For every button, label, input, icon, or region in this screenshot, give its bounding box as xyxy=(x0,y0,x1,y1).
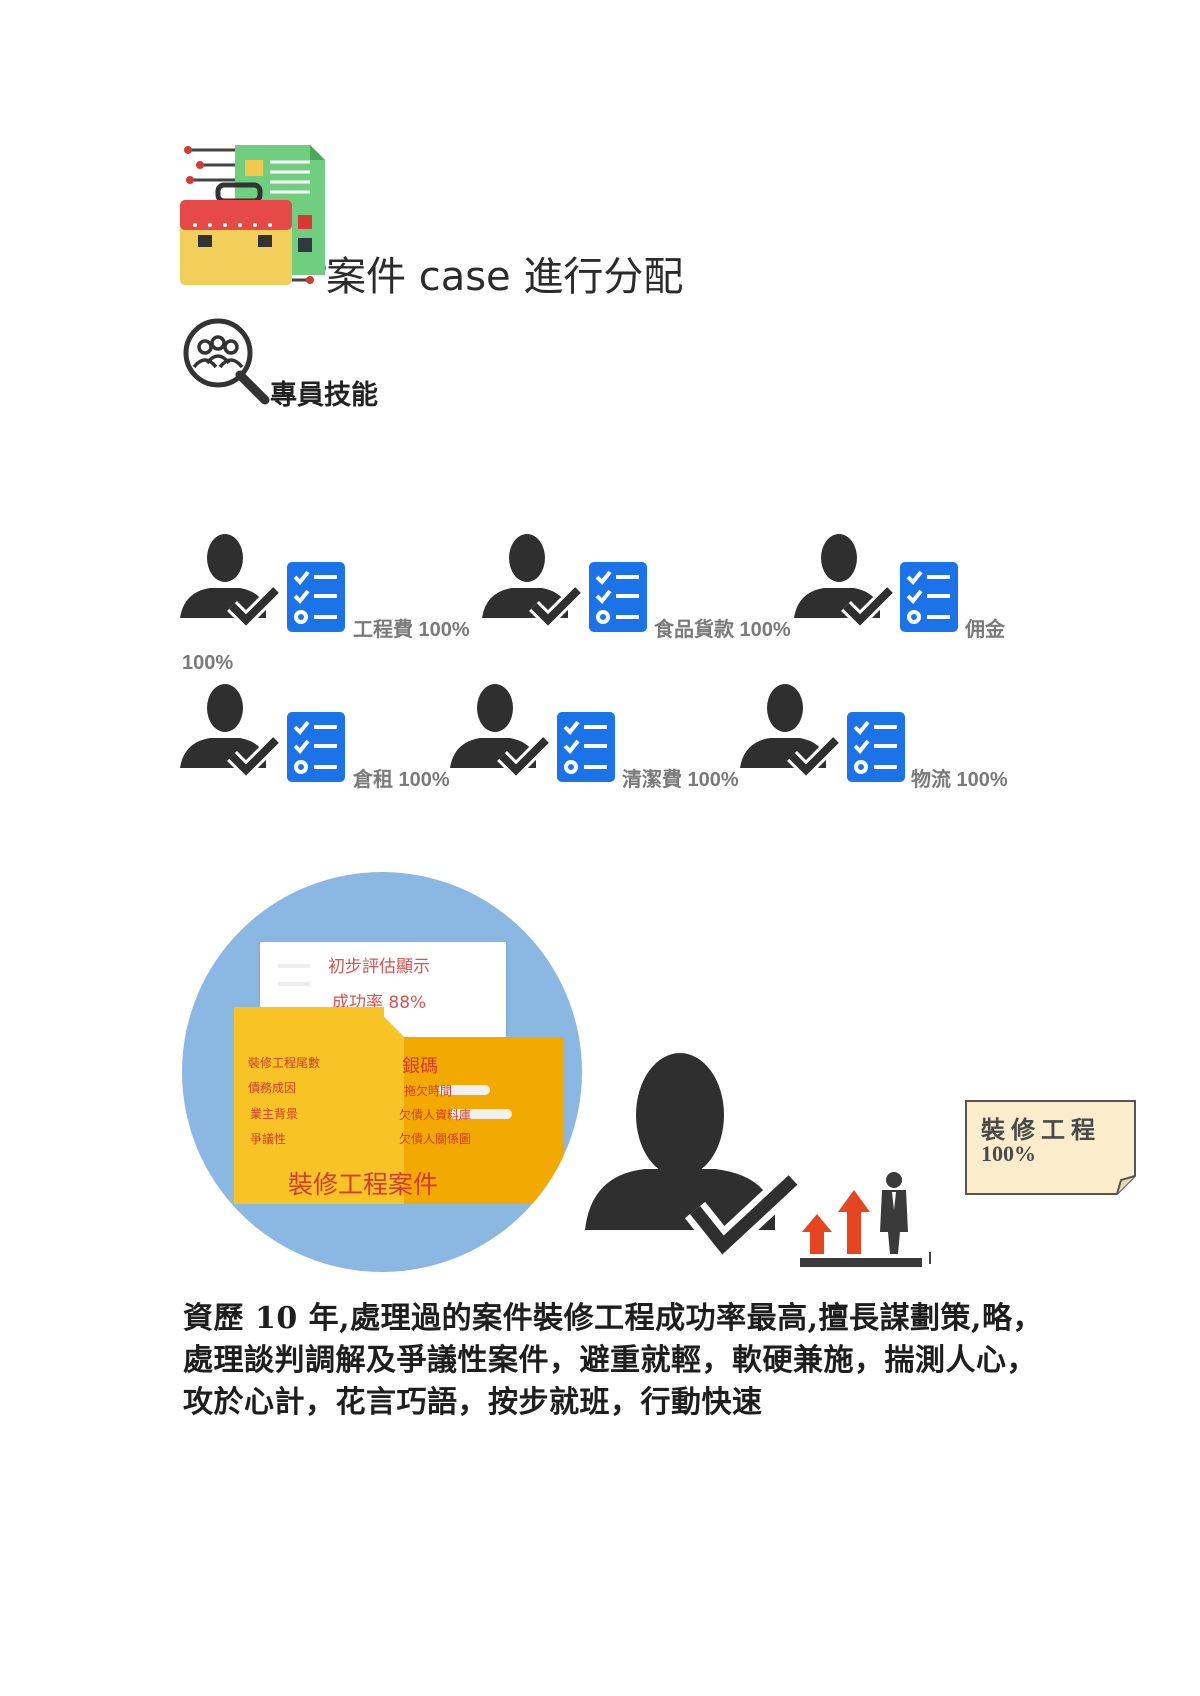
note-percent: 100% xyxy=(981,1141,1036,1166)
case-illustration: 初步評估顯示 成功率 88% 裝修工程尾數 債務成因 業主背景 爭議性 銀碼 拖… xyxy=(182,872,582,1272)
assessment-line: 初步評估顯示 xyxy=(328,957,430,977)
folder-item: 欠債人資料庫 xyxy=(399,1108,472,1122)
field-bar xyxy=(450,1109,512,1119)
folder-item: 拖欠時間 xyxy=(404,1084,453,1098)
folder-title: 裝修工程案件 xyxy=(288,1170,439,1199)
checklist-icon xyxy=(847,712,905,782)
skill-label: 物流 100% xyxy=(911,769,1008,791)
skill-label: 清潔費 100% xyxy=(622,769,739,791)
person-check-icon xyxy=(180,684,280,780)
folder-item: 裝修工程尾數 xyxy=(248,1056,321,1070)
checklist-icon xyxy=(287,712,345,782)
checklist-icon xyxy=(900,562,958,632)
field-bar xyxy=(438,1085,490,1095)
skill-label: 100% xyxy=(182,652,234,674)
section-title: 專員技能 xyxy=(270,380,378,411)
note-title: 裝 修 工 程 xyxy=(981,1118,1095,1144)
person-check-icon xyxy=(794,534,894,630)
paper-rule xyxy=(278,964,310,968)
skill-label: 倉租 100% xyxy=(353,769,450,791)
person-check-icon xyxy=(180,534,280,630)
person-check-icon xyxy=(450,684,550,780)
page-title: 案件 case 進行分配 xyxy=(326,254,684,300)
person-check-icon xyxy=(740,684,840,780)
description-text: 資歷 10 年,處理過的案件裝修工程成功率最高,擅長謀劃策,略，處理談判調解及爭… xyxy=(183,1301,1043,1420)
skill-label: 工程費 100% xyxy=(353,619,470,641)
folder-item: 業主背景 xyxy=(250,1107,299,1121)
skill-label: 食品貨款 100% xyxy=(654,619,791,641)
folder-item: 欠債人關係圖 xyxy=(399,1132,472,1146)
paper-rule xyxy=(278,982,310,986)
folder-item: 爭議性 xyxy=(250,1132,287,1146)
checklist-icon xyxy=(589,562,647,632)
sticky-note xyxy=(965,1100,1136,1195)
person-check-icon xyxy=(585,1053,802,1265)
briefcase-document-icon xyxy=(180,145,326,285)
amount-label: 銀碼 xyxy=(402,1056,438,1077)
skill-label: 佣金 xyxy=(965,619,1005,641)
folder-tab xyxy=(234,1007,564,1204)
person-check-icon xyxy=(482,534,582,630)
team-search-icon xyxy=(183,318,270,405)
growth-arrows-icon xyxy=(800,1172,931,1267)
folder-item: 債務成因 xyxy=(248,1081,297,1095)
checklist-icon xyxy=(287,562,345,632)
checklist-icon xyxy=(557,712,615,782)
